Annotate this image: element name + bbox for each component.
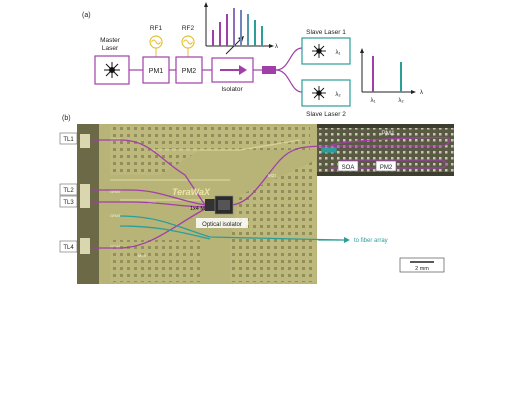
fiber-arrow-head-icon [344, 237, 350, 243]
tl4-tag [59, 240, 78, 253]
tl1-label: TL1 [63, 137, 74, 143]
mmi-1x4-label: 1x4 MMI [190, 206, 212, 212]
chip-dot-region-1 [110, 126, 310, 175]
chip-pm2-label: PM2 [380, 165, 393, 171]
pm2-label: PM2 [182, 68, 197, 75]
panel-a-label: (a) [82, 12, 91, 19]
soa-block [321, 147, 337, 153]
spectrum-axis-label: λ [275, 44, 278, 50]
grat-label-3: GRAT [110, 213, 121, 218]
isolator-arrow-icon [239, 65, 247, 75]
pm1-box [142, 56, 170, 84]
mmi-small-label-2: MMI [138, 253, 146, 258]
mzi-label: MZI [268, 173, 276, 178]
soa-label: SOA [342, 165, 355, 171]
panel-b: (b) TL1 TL2 TL3 TL4 GRAT GRAT GRAT GRAT … [59, 115, 454, 284]
slave-laser-2-label: Slave Laser 2 [306, 111, 346, 118]
chip-dot-region-2 [230, 160, 316, 282]
slave-laser-2-lambda: λ₂ [335, 92, 341, 98]
comb-spectrum: λ [204, 2, 278, 50]
chip-dot-region-3 [110, 240, 200, 282]
isolator-label: Isolator [221, 86, 243, 93]
rf1-label: RF1 [150, 25, 163, 32]
teal-waveguides [119, 147, 341, 241]
grat-label-4: GRAT [110, 244, 121, 249]
pm1-label: PM1 [149, 68, 164, 75]
slave-laser-1-burst-icon [312, 44, 326, 58]
output-axis-label: λ [420, 90, 423, 96]
mmi-block [205, 199, 215, 211]
tl4-label: TL4 [63, 245, 74, 251]
tl2-tag [59, 183, 78, 196]
grat-label-2: GRAT [110, 189, 121, 194]
pm2-tag [375, 160, 397, 172]
scale-bar-label: 2 mm [415, 266, 429, 272]
master-laser-label: Master [100, 37, 121, 44]
fiber-array-label: to fiber array [354, 238, 388, 244]
output-lambda-2: λ₂ [398, 98, 404, 104]
chip-brand-text: TeraWaX [172, 187, 211, 197]
chip-pm1-label: PM1 [381, 130, 395, 137]
master-laser-box [94, 55, 130, 85]
purple-waveguides [92, 136, 451, 249]
panel-b-label: (b) [62, 115, 71, 122]
filter-block [262, 66, 276, 74]
master-laser-label-2: Laser [102, 45, 119, 52]
slave-laser-2-burst-icon [312, 86, 326, 100]
soa-tag [337, 160, 359, 172]
panel-a: (a) Master Laser RF1 RF2 PM1 PM2 [82, 2, 423, 118]
tl3-label: TL3 [63, 200, 74, 206]
pm2-box [175, 56, 203, 84]
optical-isolator-tag [196, 218, 248, 228]
optical-isolator-label: Optical isolator [202, 222, 242, 228]
slave-laser-1-lambda: λ₁ [335, 50, 340, 56]
rf2-label: RF2 [182, 25, 195, 32]
tl2-label: TL2 [63, 188, 74, 194]
laser-burst-icon [104, 62, 120, 78]
slave-laser-1-label: Slave Laser 1 [306, 29, 346, 36]
tl1-tag [59, 132, 78, 145]
output-lambda-1: λ₁ [370, 98, 375, 104]
output-spectrum: λ λ₁ λ₂ [360, 48, 423, 104]
tl3-tag [59, 195, 78, 208]
